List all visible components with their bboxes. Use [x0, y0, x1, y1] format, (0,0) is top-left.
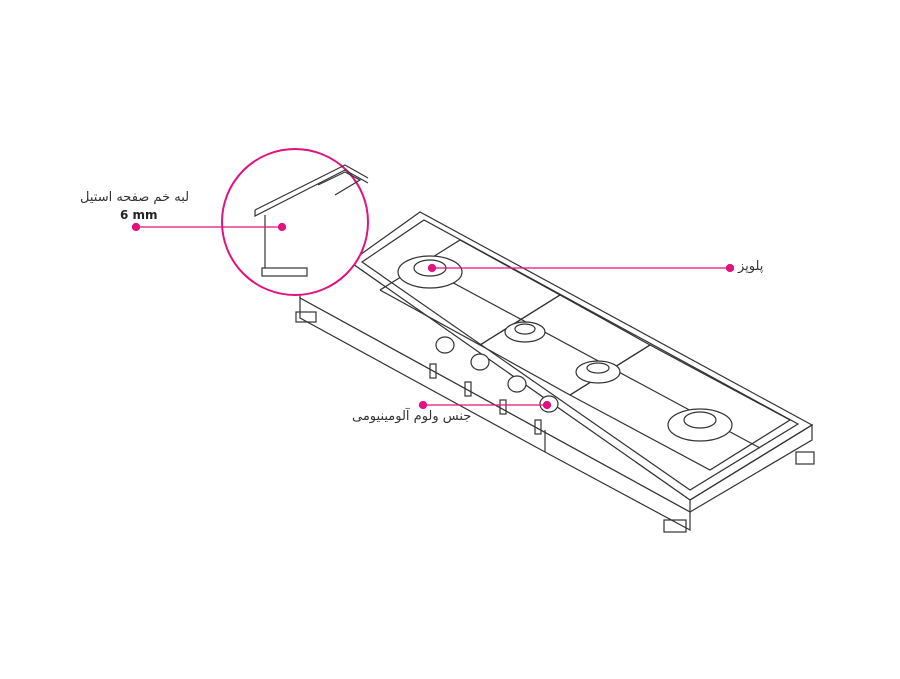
edge-marker	[131, 222, 141, 232]
knobs	[435, 336, 559, 413]
burners	[397, 255, 733, 442]
knob-material-label: جنس ولوم آلومینیومی	[352, 409, 472, 424]
leader-lines	[131, 222, 735, 410]
edge-thickness-value: 6 mm	[120, 208, 158, 222]
burner-marker	[725, 263, 735, 273]
edge-label: لبه خم صفحه استیل	[80, 190, 190, 205]
magnifier-circle	[221, 148, 369, 296]
burner-label: پلوپز	[738, 259, 764, 274]
knob-marker	[418, 400, 428, 410]
cooktop-body	[295, 211, 815, 533]
